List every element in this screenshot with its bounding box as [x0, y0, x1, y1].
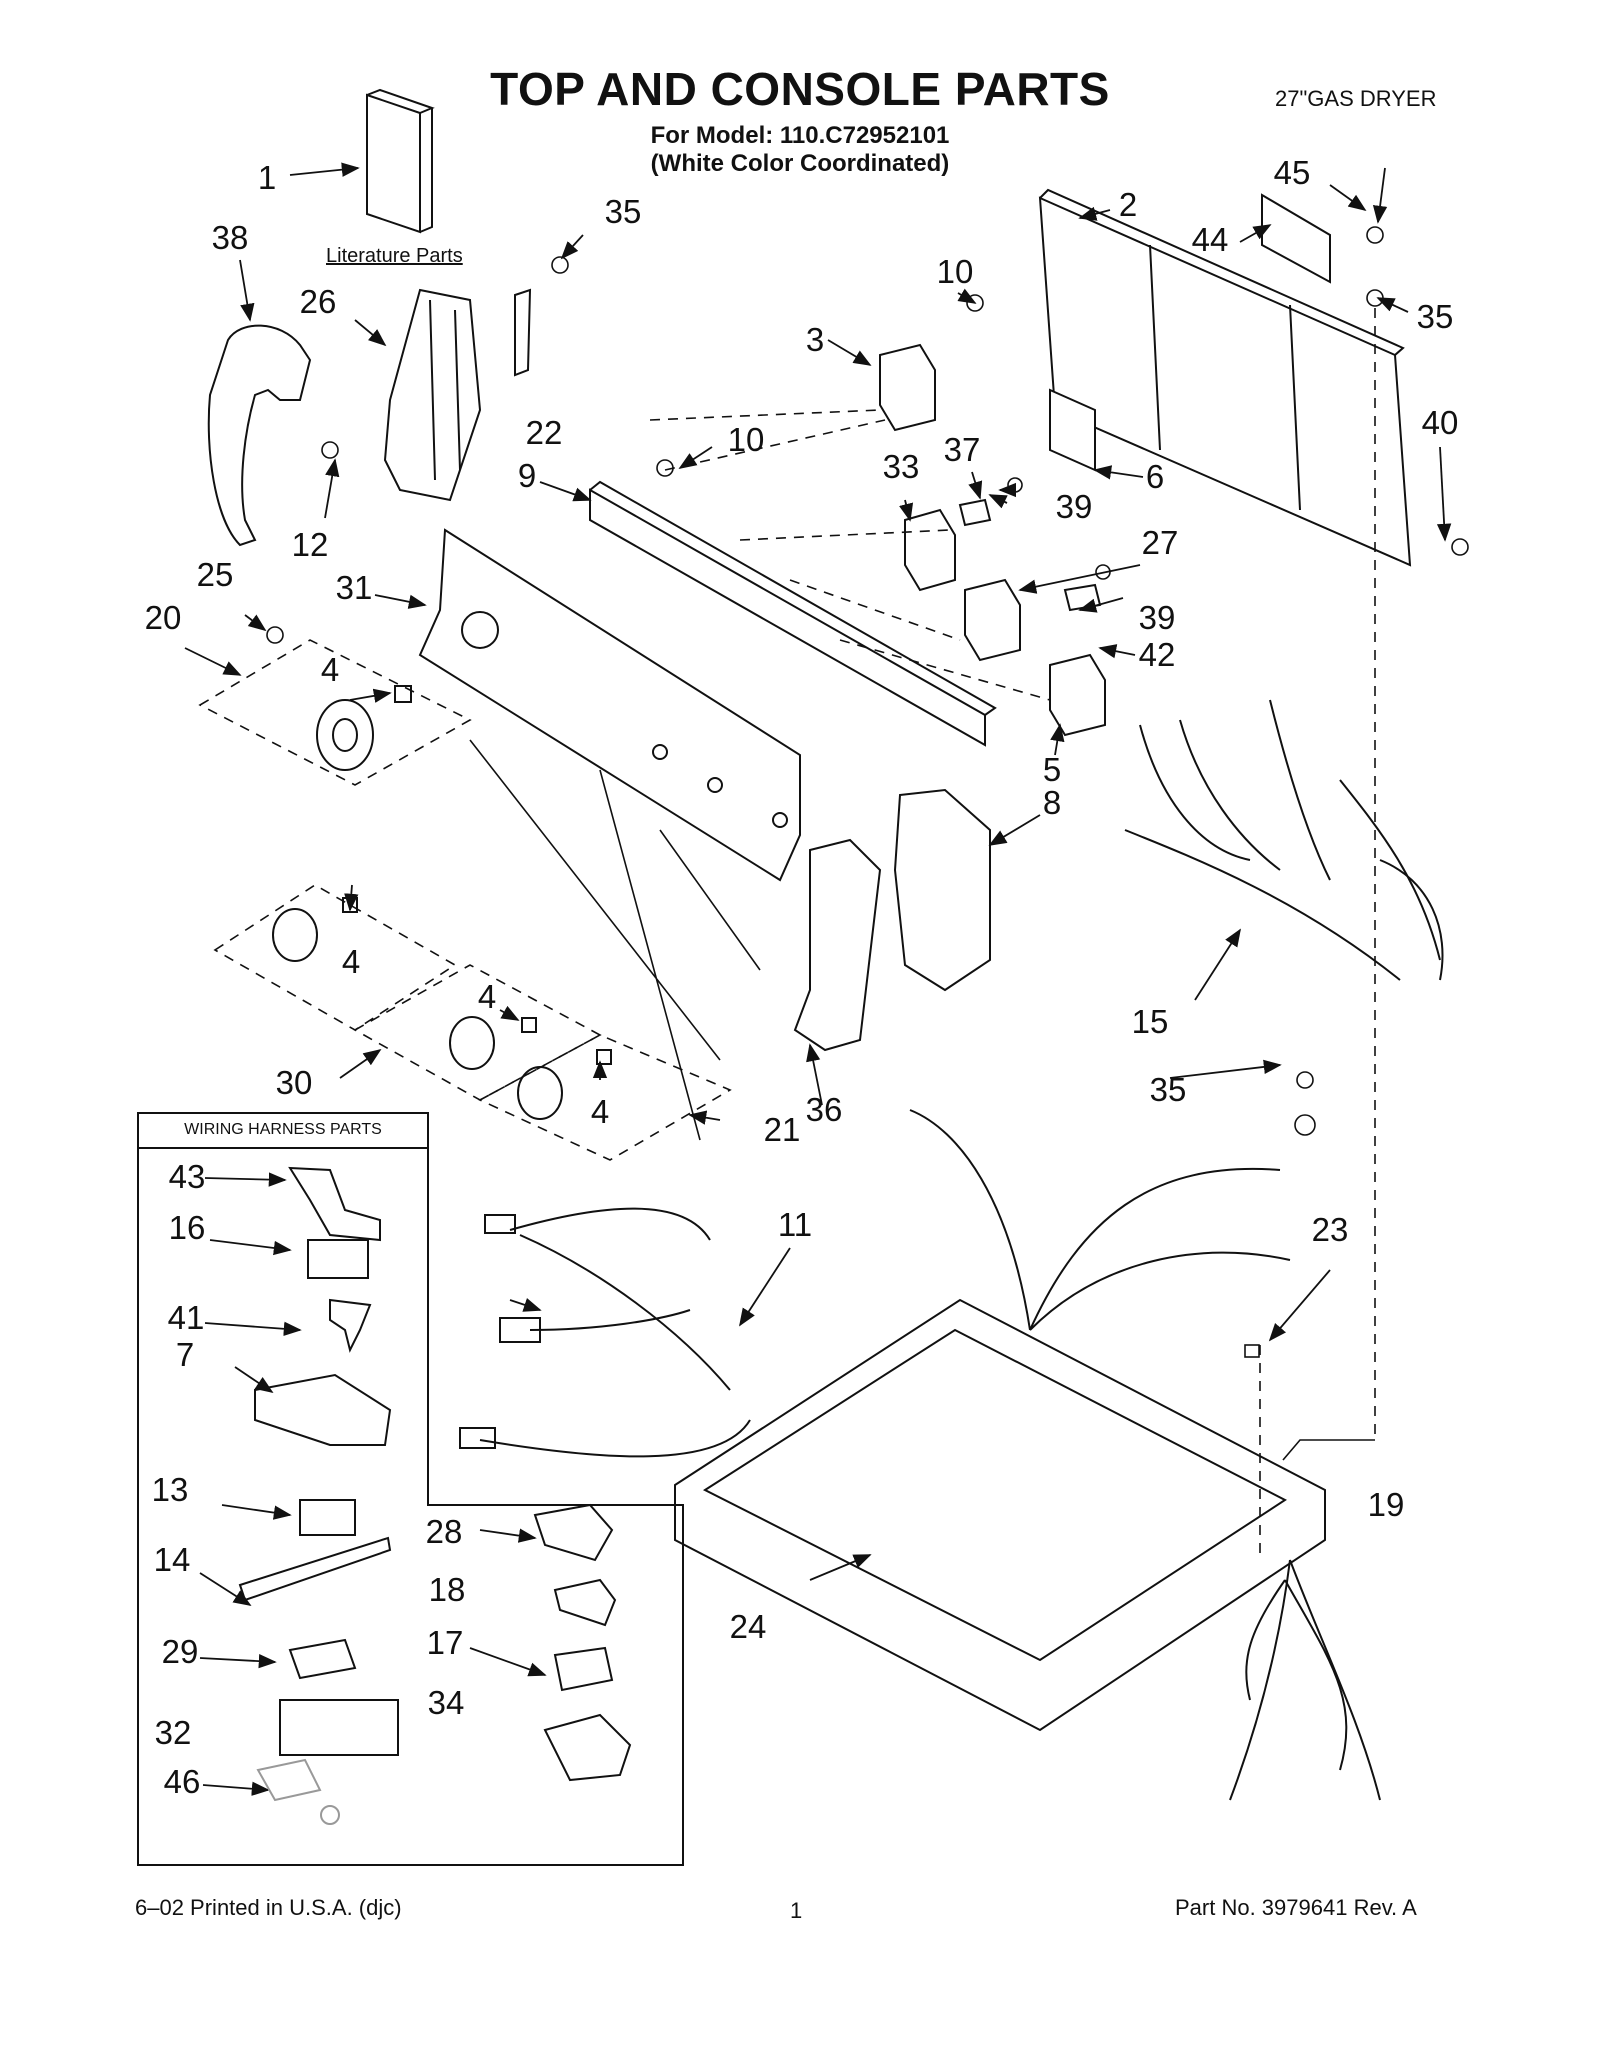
callout-30: 30: [275, 1064, 313, 1101]
callout-23: 23: [1311, 1211, 1349, 1248]
callout-4d: 4: [590, 1093, 610, 1130]
wire-harness-top: [909, 1109, 1291, 1331]
callout-33: 33: [882, 448, 920, 485]
knob-30a: [272, 908, 318, 962]
callout-42: 42: [1138, 636, 1176, 673]
page-title: TOP AND CONSOLE PARTS: [490, 63, 1110, 115]
callout-40: 40: [1421, 404, 1459, 441]
console-handle-left: [207, 324, 312, 547]
callout-36: 36: [805, 1091, 843, 1128]
page-number: 1: [790, 1898, 803, 1923]
wiring-box-title: WIRING HARNESS PARTS: [184, 1121, 382, 1138]
callout-12: 12: [291, 526, 329, 563]
callout-8: 8: [1042, 784, 1062, 821]
callout-24: 24: [729, 1608, 767, 1645]
console-endcap-right: [893, 788, 991, 992]
callout-11: 11: [777, 1206, 813, 1243]
callout-29: 29: [161, 1633, 199, 1670]
callout-10a: 10: [936, 253, 974, 290]
callout-34: 34: [427, 1684, 465, 1721]
switch-33: [904, 508, 956, 592]
callout-20: 20: [144, 599, 182, 636]
callout-16: 16: [168, 1209, 206, 1246]
wiring-harness-box: [137, 1112, 684, 1866]
callout-13: 13: [151, 1471, 189, 1508]
callout-4a: 4: [320, 651, 340, 688]
callout-39a: 39: [1055, 488, 1093, 525]
literature-parts-label: Literature Parts: [326, 245, 463, 267]
callout-43: 43: [168, 1158, 206, 1195]
callout-27: 27: [1141, 524, 1179, 561]
callout-35a: 35: [604, 193, 642, 230]
callout-3: 3: [805, 321, 825, 358]
callout-22: 22: [525, 414, 563, 451]
callout-39b: 39: [1138, 599, 1176, 636]
clip-4c: [521, 1017, 537, 1033]
product-type: 27"GAS DRYER: [1275, 86, 1437, 111]
clip-4d: [596, 1049, 612, 1065]
small-plate: [1261, 193, 1331, 284]
callout-4c: 4: [477, 978, 497, 1015]
model-info: For Model: 110.C72952101 (White Color Co…: [0, 122, 1600, 178]
callout-25: 25: [196, 556, 234, 593]
callout-32: 32: [154, 1714, 192, 1751]
callout-35b: 35: [1416, 298, 1454, 335]
part-37: [958, 498, 992, 527]
callout-45: 45: [1273, 154, 1311, 191]
knob-21: [517, 1066, 563, 1120]
knob-20: [316, 699, 374, 771]
callout-14: 14: [153, 1541, 191, 1578]
callout-15: 15: [1131, 1003, 1169, 1040]
part-number: Part No. 3979641 Rev. A: [1175, 1895, 1417, 1920]
callout-19: 19: [1367, 1486, 1405, 1523]
switch-5: [1049, 653, 1106, 737]
callout-38: 38: [211, 219, 249, 256]
knob-30b: [449, 1016, 495, 1070]
rear-console-panel: [1038, 196, 1412, 567]
callout-31: 31: [335, 569, 373, 606]
control-panel-strip: [589, 488, 986, 747]
wire-harness-19: [1229, 1559, 1381, 1801]
dryer-top-panel: [674, 1298, 1326, 1732]
wire-harness-15: [1124, 699, 1444, 981]
callout-41: 41: [167, 1299, 205, 1336]
bracket: [514, 288, 532, 377]
callout-5: 5: [1042, 751, 1062, 788]
callout-9: 9: [517, 457, 537, 494]
callout-17: 17: [426, 1624, 464, 1661]
callout-37: 37: [943, 431, 981, 468]
callout-6: 6: [1145, 458, 1165, 495]
console-panel: [418, 528, 801, 882]
callout-10b: 10: [727, 421, 765, 458]
console-handle-right: [793, 838, 882, 1052]
model-line: For Model: 110.C72952101: [650, 122, 950, 149]
callout-4b: 4: [341, 943, 361, 980]
callout-1: 1: [257, 159, 277, 196]
wire-harness-11: [459, 1207, 751, 1458]
color-line: (White Color Coordinated): [650, 150, 950, 177]
print-info: 6–02 Printed in U.S.A. (djc): [135, 1895, 402, 1920]
callout-2: 2: [1118, 186, 1138, 223]
callout-28: 28: [425, 1513, 463, 1550]
switch-27: [964, 578, 1021, 662]
callout-21: 21: [763, 1111, 801, 1148]
callout-26: 26: [299, 283, 337, 320]
callout-35c: 35: [1149, 1071, 1187, 1108]
callout-44: 44: [1191, 221, 1229, 258]
clip-4a: [394, 685, 412, 703]
callout-18: 18: [428, 1571, 466, 1608]
literature-book: [366, 88, 435, 234]
callout-46: 46: [163, 1763, 201, 1800]
switch-3: [879, 343, 936, 432]
callout-7: 7: [175, 1336, 195, 1373]
